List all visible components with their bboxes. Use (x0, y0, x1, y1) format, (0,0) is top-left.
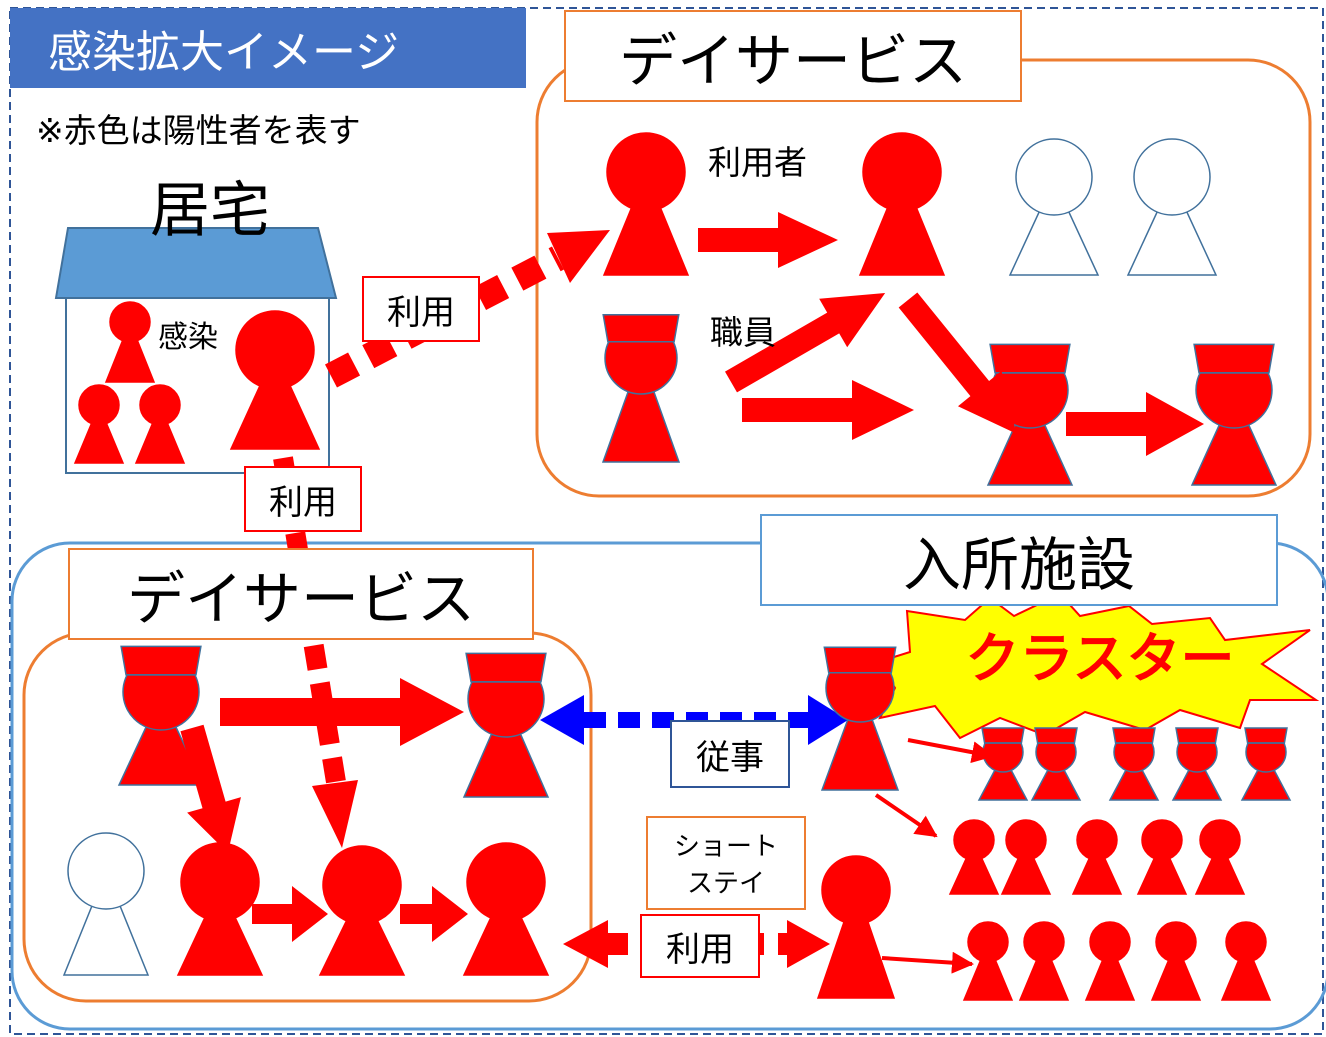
user-label: 利用者 (708, 143, 807, 182)
arrow-staff-right (742, 380, 914, 440)
legend-note: ※赤色は陽性者を表す (36, 111, 361, 150)
arrow-to-resident-row (874, 793, 938, 838)
top-staff-positive (601, 314, 681, 463)
facility-arrows (874, 738, 994, 974)
arrow-to-staff-row (907, 738, 994, 764)
facility-worker (820, 646, 900, 791)
bottom-user-positive (318, 845, 406, 976)
infection-label: 感染 (158, 320, 218, 355)
facility-staff (1171, 727, 1223, 801)
top-user-positive (602, 132, 690, 276)
shortstay-label-line2: ステイ (686, 869, 765, 899)
home-person-small (104, 301, 156, 383)
use-label-middle: 利用 (244, 466, 362, 532)
facility-staff (1030, 727, 1082, 801)
facility-resident (1194, 819, 1246, 895)
arrow-staff-to-user (725, 293, 886, 393)
arrow-user-to-user (698, 212, 838, 268)
arrow-staff-to-staff-bottom (220, 678, 464, 746)
use-label-top: 利用 (362, 276, 480, 342)
shortstay-arrow-left (563, 920, 608, 968)
top-user-positive (858, 132, 946, 276)
home-person-small (73, 384, 125, 464)
arrow-user-to-staff (898, 292, 1017, 434)
page-title-text: 感染拡大イメージ (48, 27, 400, 78)
dayservice-bottom-title: デイサービス (68, 548, 534, 640)
arrow-staff-down (180, 724, 241, 853)
bottom-user-positive (462, 842, 550, 976)
top-staff-positive (986, 343, 1074, 486)
arrow-user-2-to-3 (400, 886, 468, 942)
people-layer (62, 132, 1292, 1001)
facility-resident (1084, 921, 1136, 1001)
facility-resident (1220, 921, 1272, 1001)
top-user-negative (1126, 138, 1218, 276)
house (54, 227, 338, 474)
facility-resident (1071, 819, 1123, 895)
arrow-user-1-to-2 (252, 886, 328, 942)
top-user-negative (1008, 138, 1100, 276)
house-roof (54, 227, 338, 299)
top-staff-positive (1190, 343, 1278, 486)
spread-arrows-top (698, 212, 1204, 456)
facility-resident (1000, 819, 1052, 895)
work-label: 従事 (670, 720, 790, 788)
bottom-staff-positive (117, 645, 205, 786)
facility-resident (948, 819, 1000, 895)
facility-resident (1150, 921, 1202, 1001)
home-person-main (229, 310, 321, 450)
work-arrow-right (808, 695, 848, 745)
facility-staff (1240, 727, 1292, 801)
shortstay-user (816, 855, 896, 999)
outer-frame (9, 7, 1324, 1035)
facility-staff (977, 727, 1029, 801)
facility-title: 入所施設 (760, 514, 1278, 606)
bottom-user-negative (62, 832, 150, 976)
spread-arrows-bottom (180, 678, 468, 942)
use-path-home-to-top-head (547, 230, 610, 283)
facility-resident (962, 921, 1014, 1001)
facility-frame (10, 541, 1326, 1031)
arrow-staff-to-staff (1066, 392, 1204, 456)
facility-resident (1018, 921, 1070, 1001)
work-arrow-left (540, 695, 584, 745)
page-title: 感染拡大イメージ (10, 8, 526, 88)
use-path-home-to-bottom-head (312, 780, 358, 848)
shortstay-arrow-right (787, 920, 830, 968)
bottom-user-positive (176, 842, 264, 976)
use-label-bottom: 利用 (640, 914, 760, 978)
shortstay-label: ショート ステイ (646, 816, 806, 910)
home-label: 居宅 (150, 176, 270, 246)
dayservice-top-title: デイサービス (564, 10, 1022, 102)
facility-staff (1108, 727, 1160, 801)
home-person-small (134, 384, 186, 464)
facility-resident (1136, 819, 1188, 895)
cluster-label: クラスター (966, 627, 1235, 690)
arrow-to-shortstay-row (881, 951, 974, 974)
shortstay-label-line1: ショート (673, 832, 778, 862)
bottom-staff-positive (462, 652, 550, 798)
staff-label: 職員 (710, 313, 776, 352)
